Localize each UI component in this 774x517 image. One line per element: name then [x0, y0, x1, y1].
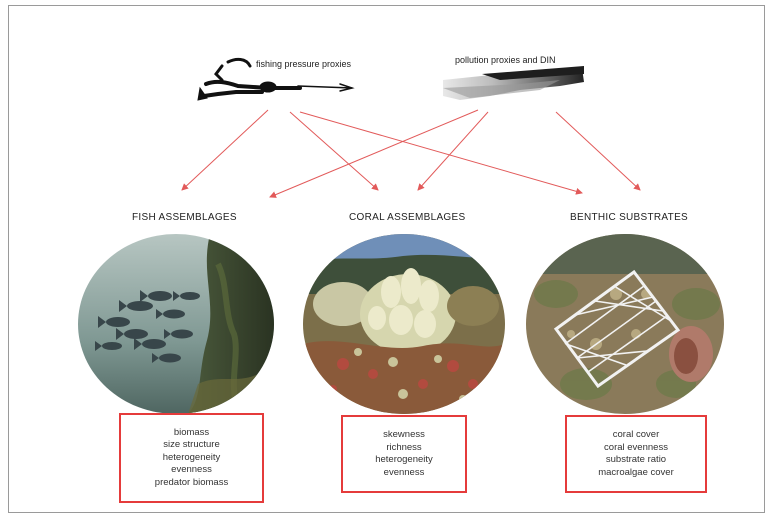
- fish-metric: heterogeneity: [162, 451, 221, 463]
- arrow-fishing-to-coral: [289, 111, 379, 191]
- fishing-proxies-label: fishing pressure proxies: [256, 59, 352, 69]
- fish-metrics-box: biomass size structure heterogeneity eve…: [119, 413, 264, 503]
- coral-metric: richness: [386, 441, 422, 453]
- coral-metric: skewness: [383, 429, 425, 440]
- arrow-fishing-to-benthic: [299, 111, 583, 195]
- arrow-pollution-to-benthic: [555, 111, 641, 191]
- fish-metric: size structure: [163, 439, 220, 451]
- fish-metric: biomass: [173, 426, 210, 438]
- benthic-metric: coral evenness: [604, 441, 668, 453]
- coral-metrics-box: skewness richness heterogeneity evenness: [341, 415, 467, 493]
- fish-metric: evenness: [171, 464, 212, 476]
- benthic-metric: macroalgae cover: [598, 466, 674, 478]
- section-title-benthic: BENTHIC SUBSTRATES: [570, 212, 689, 223]
- section-title-fish: FISH ASSEMBLAGES: [132, 212, 237, 223]
- fish-metric: predator biomass: [154, 476, 229, 488]
- coral-metric: heterogeneity: [375, 454, 433, 465]
- coral-metric: evenness: [383, 466, 425, 478]
- fish-school-photo: [78, 234, 274, 414]
- arrow-pollution-to-coral: [417, 111, 489, 191]
- benthic-metric: coral cover: [612, 429, 660, 440]
- section-title-coral: CORAL ASSEMBLAGES: [349, 212, 466, 223]
- quadrat-survey-photo: [526, 234, 724, 414]
- coral-reef-photo: [303, 234, 505, 414]
- arrow-pollution-to-fish: [269, 109, 479, 198]
- arrow-fishing-to-fish: [181, 109, 269, 191]
- figure-frame: [8, 5, 765, 513]
- benthic-metric: substrate ratio: [605, 454, 667, 465]
- benthic-metrics-box: coral cover coral evenness substrate rat…: [565, 415, 707, 493]
- pollution-proxies-label: pollution proxies and DIN: [455, 55, 556, 65]
